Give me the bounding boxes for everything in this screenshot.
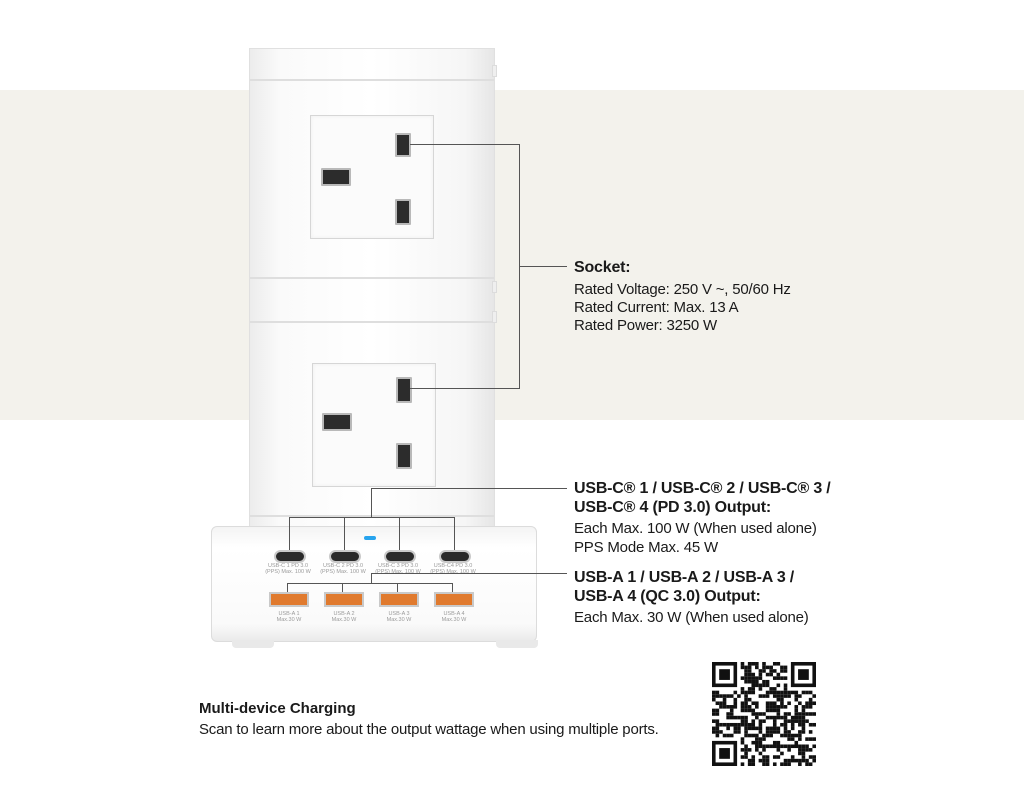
module-lip (492, 65, 497, 77)
usbc-port-label: USB-C4 PD 3.0(PPS) Max. 100 W (430, 563, 476, 575)
earth-pin-hole (396, 377, 412, 403)
earth-pin-hole (395, 133, 411, 157)
usba-port-2 (324, 592, 364, 607)
charging-base (211, 526, 537, 642)
usbc-title-line2: USB-C® 4 (PD 3.0) Output: (574, 499, 772, 516)
module-seam (250, 321, 494, 323)
usba-callout-line (371, 573, 372, 583)
qr-code-graphic (712, 662, 816, 766)
socket-title: Socket: (574, 259, 631, 276)
socket-lower (312, 363, 436, 487)
usbc-port-3 (384, 550, 416, 563)
usba-spec-each: Each Max. 30 W (When used alone) (574, 609, 809, 626)
socket-callout-line (410, 388, 520, 389)
usbc-callout-line (454, 517, 455, 550)
usbc-port-label: USB-C 1 PD 3.0(PPS) Max. 100 W (265, 563, 311, 575)
usbc-callout-line (289, 517, 455, 518)
usba-port-1 (269, 592, 309, 607)
qr-code-icon[interactable] (712, 662, 816, 766)
usbc-callout-line (344, 517, 345, 550)
usba-title-line2: USB-A 4 (QC 3.0) Output: (574, 588, 761, 605)
socket-spec-voltage: Rated Voltage: 250 V ~, 50/60 Hz (574, 281, 791, 298)
usbc-port-4 (439, 550, 471, 563)
module-lip (492, 311, 497, 323)
live-pin-hole (322, 413, 352, 431)
usba-callout-line (342, 583, 343, 592)
usba-callout-line (287, 583, 288, 592)
usba-callout-line (397, 583, 398, 592)
usbc-spec-pps: PPS Mode Max. 45 W (574, 539, 718, 556)
socket-upper (310, 115, 434, 239)
socket-callout-line (410, 144, 520, 145)
usba-callout-line (287, 583, 453, 584)
live-pin-hole (321, 168, 351, 186)
usbc-callout-line (399, 517, 400, 550)
module-seam (250, 79, 494, 81)
neutral-pin-hole (395, 199, 411, 225)
usba-port-3 (379, 592, 419, 607)
module-seam (250, 277, 494, 279)
usbc-port-label: USB-C 2 PD 3.0(PPS) Max. 100 W (320, 563, 366, 575)
usbc-port-1 (274, 550, 306, 563)
background-band (0, 90, 1024, 420)
neutral-pin-hole (396, 443, 412, 469)
base-foot (496, 640, 538, 648)
socket-callout-line (519, 266, 567, 267)
usba-callout-line (371, 573, 567, 574)
usba-callout-line (452, 583, 453, 592)
socket-spec-power: Rated Power: 3250 W (574, 317, 717, 334)
footer-text: Scan to learn more about the output watt… (199, 721, 659, 738)
usbc-callout-line (289, 517, 290, 550)
base-foot (232, 640, 274, 648)
usba-port-4 (434, 592, 474, 607)
usbc-port-2 (329, 550, 361, 563)
usba-title-line1: USB-A 1 / USB-A 2 / USB-A 3 / (574, 569, 795, 586)
usbc-title-line1: USB-C® 1 / USB-C® 2 / USB-C® 3 / (574, 480, 831, 497)
module-lip (492, 281, 497, 293)
usbc-spec-each: Each Max. 100 W (When used alone) (574, 520, 817, 537)
footer-title: Multi-device Charging (199, 700, 356, 717)
status-led (364, 536, 376, 540)
usbc-port-label: USB-C 3 PD 3.0(PPS) Max. 100 W (375, 563, 421, 575)
module-seam (250, 515, 494, 517)
usbc-callout-line (371, 488, 372, 517)
usbc-callout-line (371, 488, 567, 489)
socket-spec-current: Rated Current: Max. 13 A (574, 299, 739, 316)
